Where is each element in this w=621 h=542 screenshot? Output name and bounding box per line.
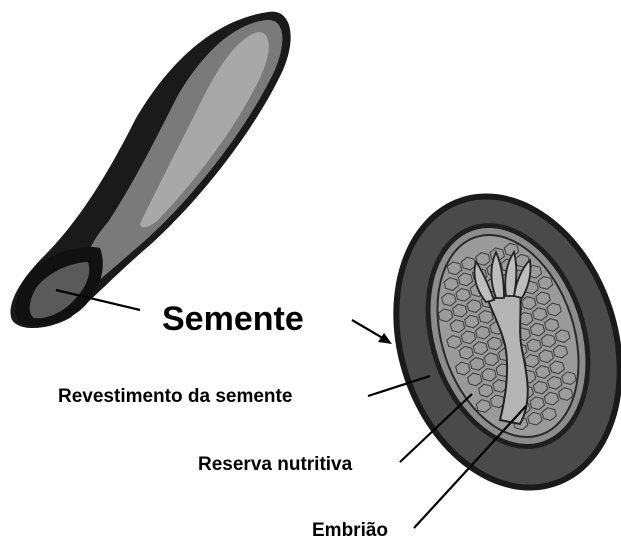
elongated-fruit — [10, 12, 290, 328]
label-nutrient-reserve: Reserva nutritiva — [198, 454, 353, 475]
seed-arrow-head — [378, 333, 392, 344]
label-seed-coat: Revestimento da semente — [58, 386, 292, 407]
seed-cross-section — [356, 163, 621, 520]
seed-arrow-line — [352, 320, 386, 340]
label-seed: Semente — [162, 300, 304, 338]
label-embryo: Embrião — [312, 520, 388, 541]
